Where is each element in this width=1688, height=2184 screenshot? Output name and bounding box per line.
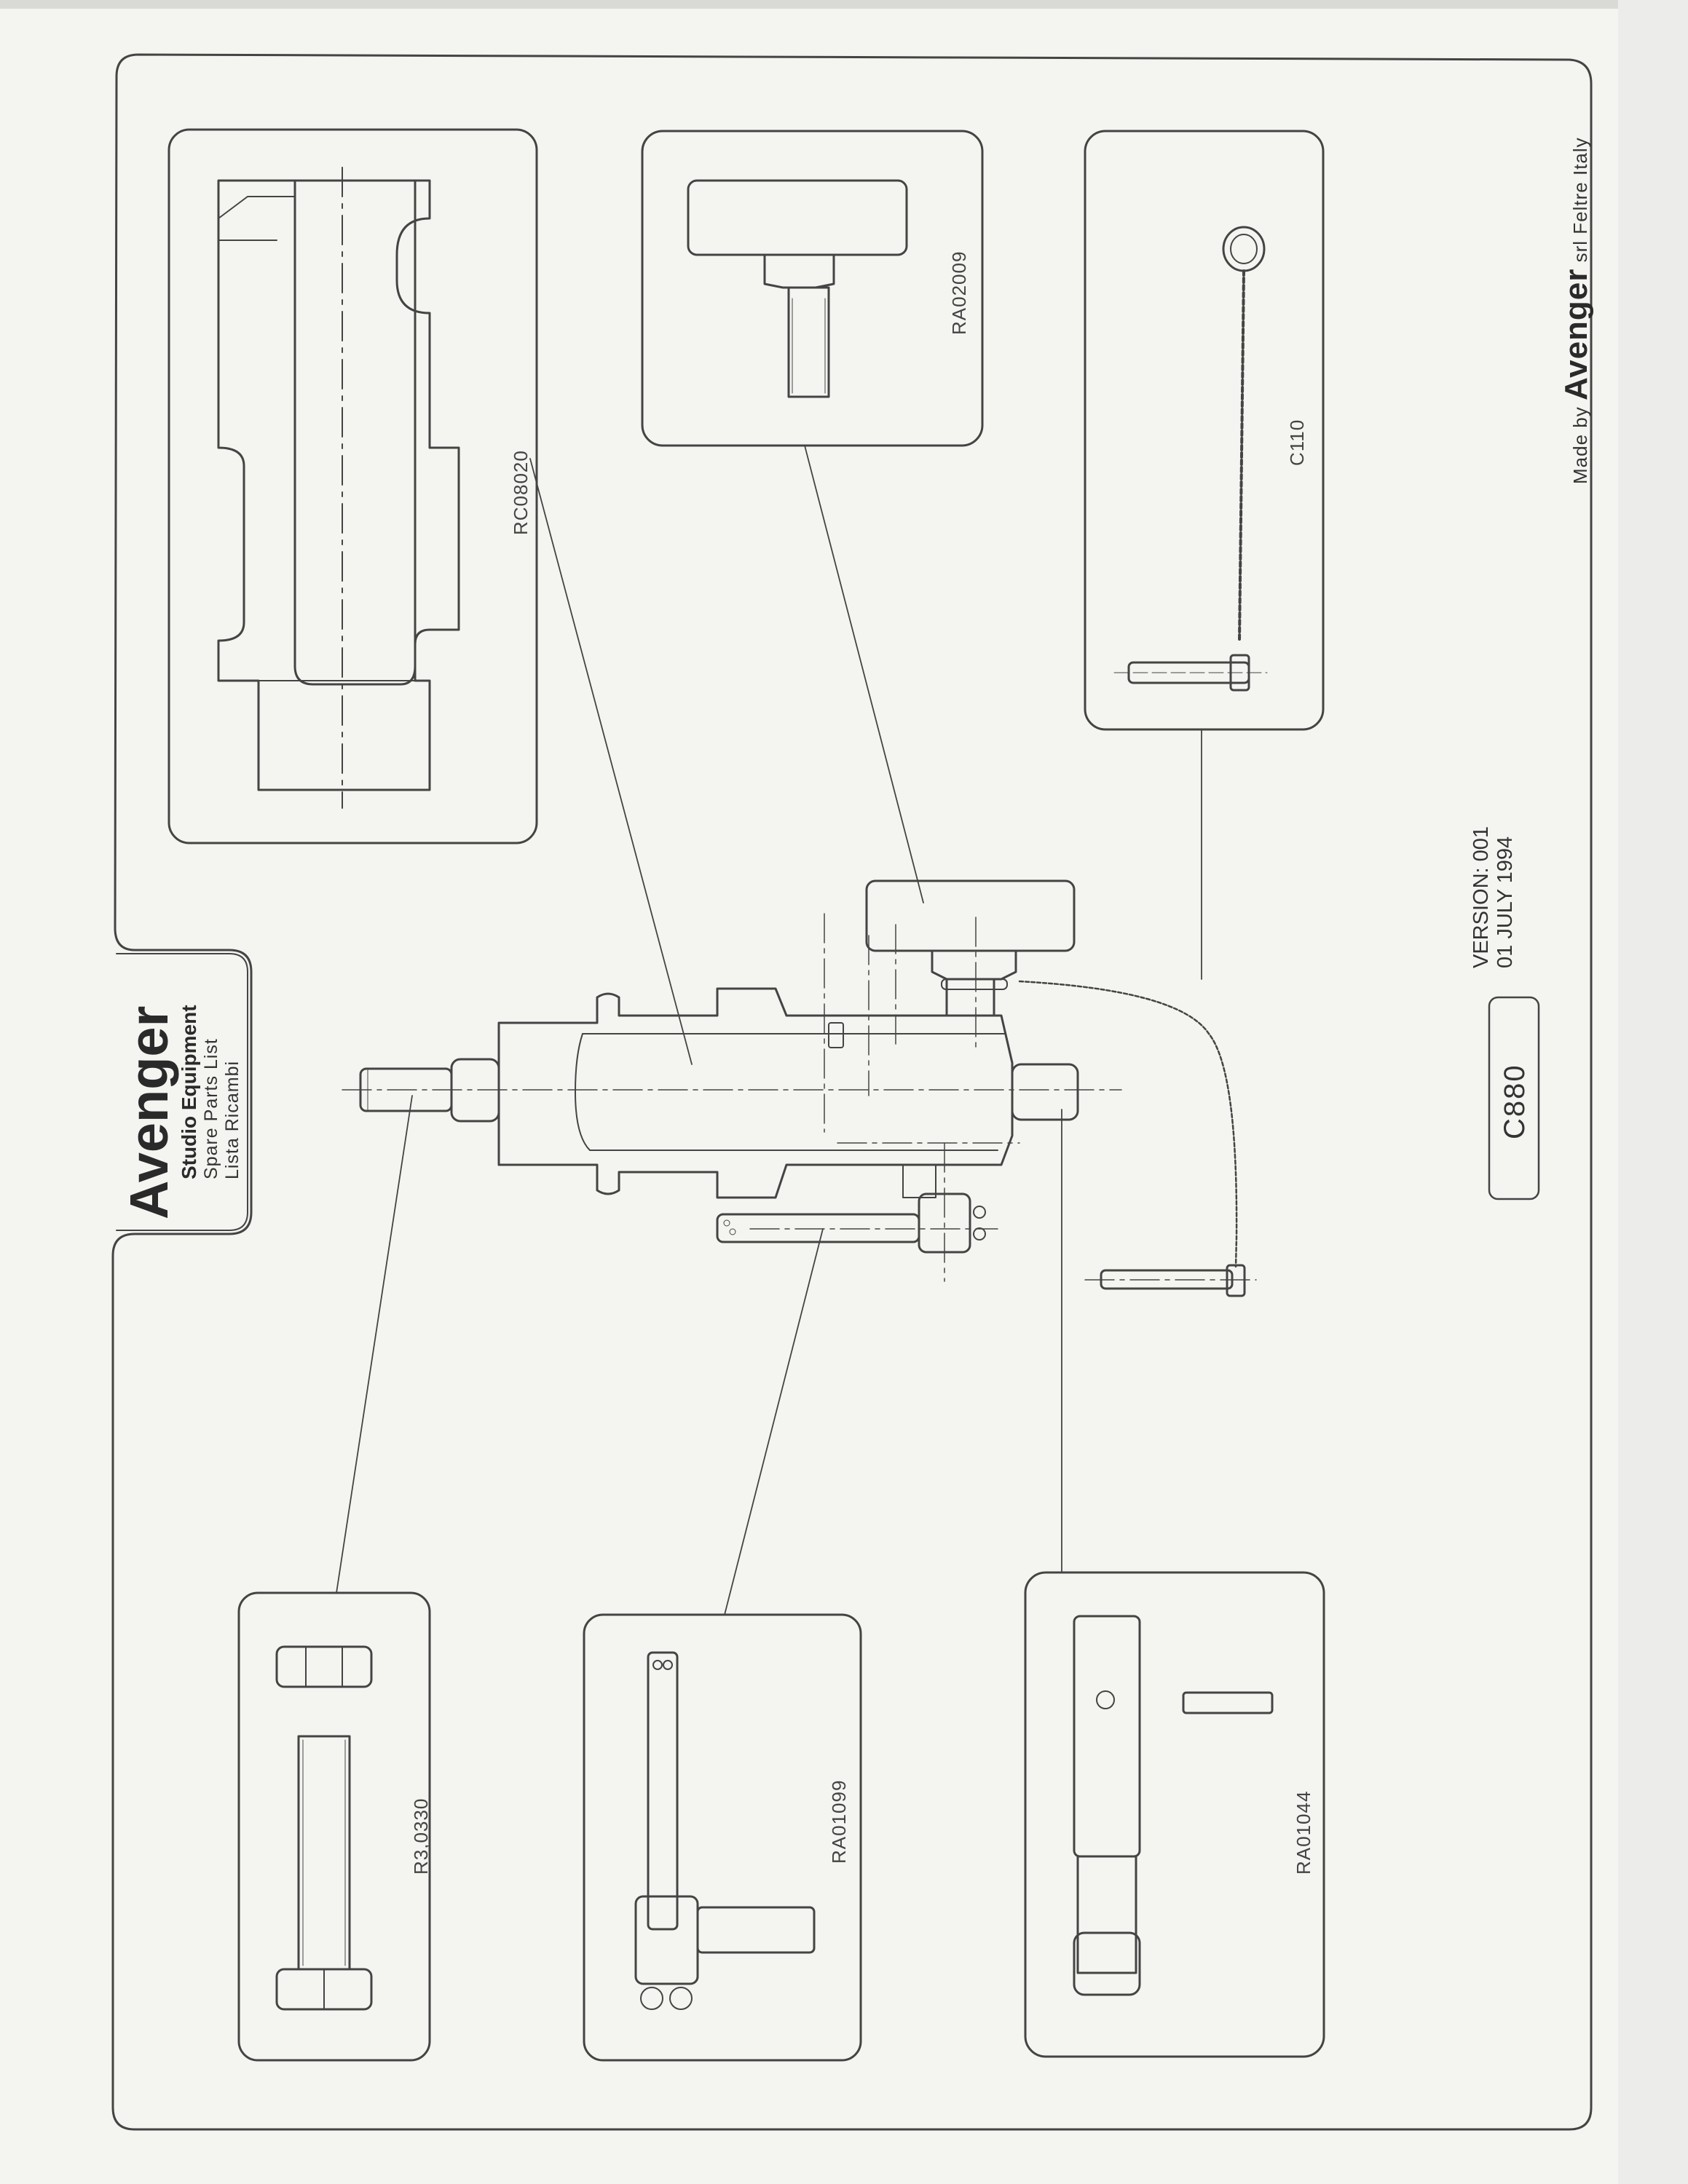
version-date: 01 JULY 1994 (1494, 836, 1517, 968)
brand-subtitle: Studio Equipment (178, 1005, 200, 1179)
panel-rc08020 (167, 128, 538, 844)
title-tab (116, 953, 248, 1231)
label-ra01044: RA01044 (1293, 1790, 1314, 1875)
part-ra01044-drawing (1073, 1615, 1274, 1996)
maker-footer: Made by Avenger srl Feltre Italy (1558, 137, 1595, 484)
label-ra02009: RA02009 (948, 250, 970, 335)
leader-lines (336, 445, 1202, 1615)
panel-ra01044 (1024, 1571, 1325, 2058)
maker-brand: Avenger (1558, 268, 1594, 401)
model-code: C880 (1499, 1064, 1531, 1139)
part-ra01099-drawing (634, 1651, 816, 2010)
panel-ra02009 (641, 130, 984, 447)
panel-c110 (1084, 130, 1325, 731)
lista-ricambi-label: Lista Ricambi (222, 1060, 242, 1179)
parts-list-label: Spare Parts List (201, 1038, 221, 1179)
label-rc08020: RC08020 (510, 450, 532, 535)
panel-ra01099 (583, 1613, 862, 2062)
panel-r3-0330 (237, 1591, 431, 2062)
label-c110: C110 (1286, 419, 1308, 466)
part-r3-0330-drawing (275, 1645, 373, 2011)
part-c110-drawing (1113, 226, 1268, 692)
maker-suffix: srl Feltre Italy (1569, 137, 1591, 263)
scan-edge-top (0, 0, 1688, 9)
maker-prefix: Made by (1569, 406, 1591, 484)
label-ra01099: RA01099 (828, 1779, 850, 1864)
part-rc08020-drawing (217, 167, 460, 809)
title-block: Avenger Studio Equipment Spare Parts Lis… (119, 943, 243, 1219)
part-ra02009-drawing (687, 179, 908, 398)
version-block: VERSION: 001 01 JULY 1994 (1470, 826, 1518, 968)
label-r3-0330: R3,0330 (410, 1797, 432, 1875)
brand-name: Avenger (119, 1005, 179, 1219)
model-box (1488, 996, 1540, 1200)
main-assembly-drawing (342, 879, 1257, 1297)
scan-edge-right (1618, 0, 1688, 2184)
version-number: VERSION: 001 (1470, 826, 1493, 968)
sheet-border (111, 53, 1593, 2131)
